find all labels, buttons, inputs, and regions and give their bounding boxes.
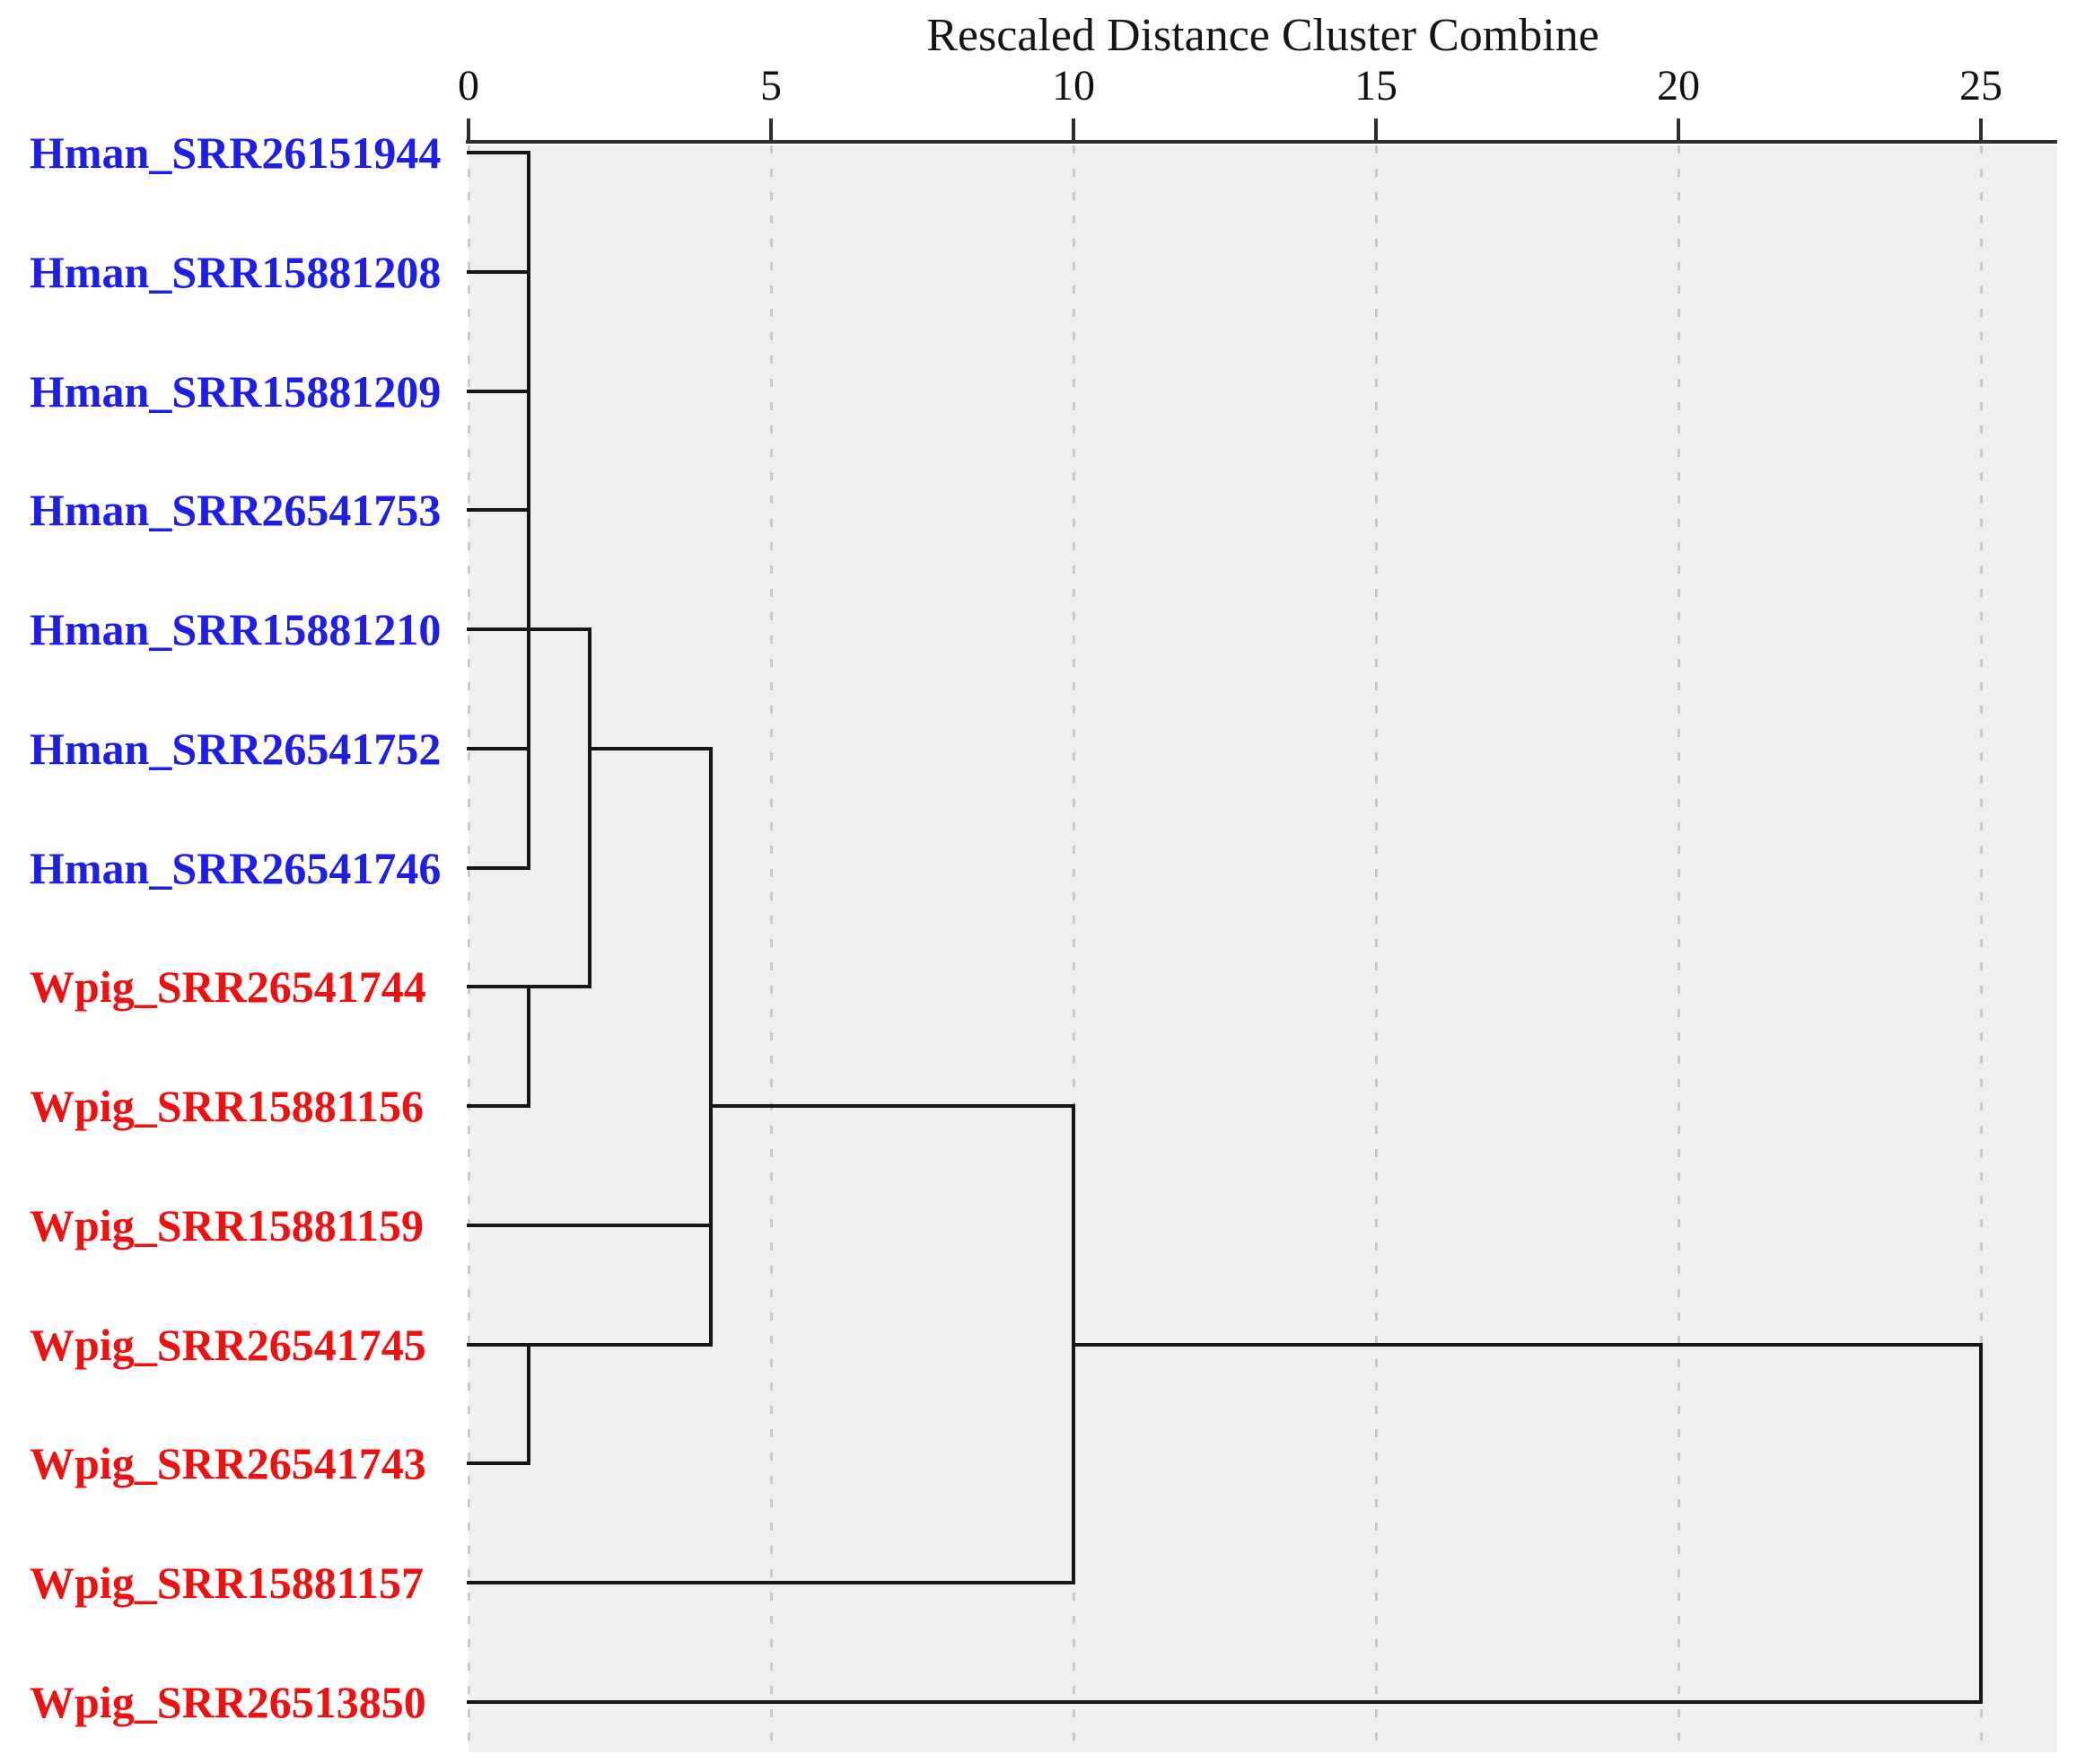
axis-tick-10 xyxy=(1072,118,1075,142)
dendrogram-v-line xyxy=(1979,1342,1983,1704)
gridline-15 xyxy=(1375,145,1378,1752)
dendrogram-h-line xyxy=(467,865,531,870)
tick-label-5: 5 xyxy=(760,62,782,110)
leaf-label-Hman_SRR26541746: Hman_SRR26541746 xyxy=(30,842,442,893)
dendrogram-v-line xyxy=(527,1342,531,1466)
axis-tick-0 xyxy=(467,118,470,142)
dendrogram-v-line xyxy=(1072,1104,1075,1585)
leaf-label-Hman_SRR15881210: Hman_SRR15881210 xyxy=(30,604,442,655)
dendrogram-h-line xyxy=(708,1104,1075,1109)
dendrogram-h-line xyxy=(1072,1342,1983,1347)
dendrogram-h-line xyxy=(467,269,531,274)
leaf-label-Hman_SRR26151944: Hman_SRR26151944 xyxy=(30,127,442,178)
leaf-label-Wpig_SRR15881159: Wpig_SRR15881159 xyxy=(30,1199,424,1251)
gridline-10 xyxy=(1073,145,1075,1752)
leaf-label-Hman_SRR26541753: Hman_SRR26541753 xyxy=(30,485,442,536)
gridline-0 xyxy=(468,145,470,1752)
leaf-label-Wpig_SRR26541744: Wpig_SRR26541744 xyxy=(30,961,426,1013)
dendrogram-h-line xyxy=(467,1700,1983,1704)
tick-label-15: 15 xyxy=(1354,62,1397,110)
dendrogram-h-line xyxy=(467,1342,713,1347)
axis-tick-15 xyxy=(1374,118,1378,142)
dendrogram-h-line xyxy=(467,151,531,154)
leaf-label-Wpig_SRR15881156: Wpig_SRR15881156 xyxy=(30,1081,424,1132)
dendrogram-h-line xyxy=(467,389,531,393)
dendrogram-h-line xyxy=(587,746,713,750)
chart-title: Rescaled Distance Cluster Combine xyxy=(926,10,1599,61)
dendrogram-v-line xyxy=(708,746,713,1347)
dendrogram-h-line xyxy=(467,1461,531,1466)
leaf-label-Hman_SRR15881208: Hman_SRR15881208 xyxy=(30,246,442,297)
leaf-label-Hman_SRR26541752: Hman_SRR26541752 xyxy=(30,723,442,774)
gridline-20 xyxy=(1678,145,1680,1752)
dendrogram-v-line xyxy=(587,627,591,989)
dendrogram-v-line xyxy=(527,151,531,870)
x-axis-line xyxy=(466,140,2057,144)
axis-tick-25 xyxy=(1979,118,1983,142)
dendrogram-h-line xyxy=(467,1104,531,1109)
tick-label-0: 0 xyxy=(458,62,479,110)
dendrogram-h-line xyxy=(467,1223,713,1227)
tick-label-10: 10 xyxy=(1052,62,1095,110)
leaf-label-Wpig_SRR26541743: Wpig_SRR26541743 xyxy=(30,1438,426,1489)
axis-tick-20 xyxy=(1677,118,1680,142)
leaf-label-Wpig_SRR26513850: Wpig_SRR26513850 xyxy=(30,1677,426,1727)
dendrogram-h-line xyxy=(467,746,531,750)
gridline-5 xyxy=(770,145,773,1752)
leaf-label-Wpig_SRR15881157: Wpig_SRR15881157 xyxy=(30,1558,424,1609)
leaf-label-Hman_SRR15881209: Hman_SRR15881209 xyxy=(30,365,442,417)
plot-background xyxy=(469,145,2057,1752)
leaf-label-Wpig_SRR26541745: Wpig_SRR26541745 xyxy=(30,1319,426,1370)
tick-label-25: 25 xyxy=(1959,62,2002,110)
dendrogram-h-line xyxy=(467,1581,1075,1585)
dendrogram-h-line xyxy=(467,508,531,513)
tick-label-20: 20 xyxy=(1657,62,1700,110)
gridline-25 xyxy=(1980,145,1983,1752)
dendrogram-v-line xyxy=(527,985,531,1109)
axis-tick-5 xyxy=(769,118,773,142)
